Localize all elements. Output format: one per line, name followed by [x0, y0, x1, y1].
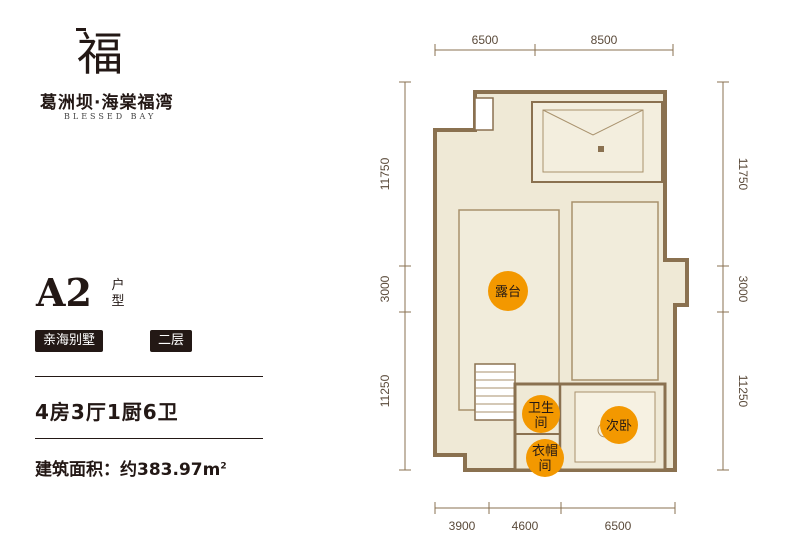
dim-bottom-1: 3900: [449, 519, 476, 533]
dim-left-1: 11750: [378, 157, 392, 190]
bathroom-label-line1: 卫生: [528, 401, 554, 416]
room-layout: 4房3厅1厨6卫: [35, 400, 179, 424]
bathroom-label-line2: 间: [534, 416, 547, 431]
dim-top-2: 8500: [591, 33, 618, 47]
closet-badge: [526, 439, 564, 477]
floor-plan: 6500 8500 3900 4600 6500 11750 3000 1125…: [378, 33, 750, 533]
room-bathroom: 卫生 间: [522, 395, 560, 433]
terrace-label: 露台: [495, 285, 521, 300]
terrace-panel-right: [571, 201, 659, 381]
floor-area-label: 建筑面积：约383.97: [35, 460, 203, 480]
villa-type-tag: 亲海别墅: [35, 330, 104, 352]
brand-logo-mark: 福: [76, 27, 123, 80]
room-second-bedroom: 次卧: [600, 406, 638, 444]
closet-label-line2: 间: [538, 459, 551, 474]
bathroom-badge: [522, 395, 560, 433]
unit-suffix: 户 型: [110, 278, 126, 310]
dim-right-2: 3000: [736, 276, 750, 303]
floor-tag: 二层: [150, 330, 193, 352]
room-closet: 衣帽 间: [526, 439, 564, 477]
dim-bottom-2: 4600: [512, 519, 539, 533]
brand-name-cn: 葛洲坝·海棠福湾: [40, 93, 174, 113]
divider-top: [35, 376, 263, 377]
brand-name-en: BLESSED BAY: [64, 112, 157, 121]
dim-top-1: 6500: [472, 33, 499, 47]
terrace-badge: [488, 271, 528, 311]
room-terrace: 露台: [488, 271, 528, 311]
closet-label-line1: 衣帽: [532, 443, 558, 459]
staircase: [474, 363, 516, 421]
brand-logo-char: 福: [77, 27, 123, 80]
dim-right-3: 11250: [736, 375, 750, 408]
dim-left-2: 3000: [378, 275, 392, 302]
dim-bottom-3: 6500: [605, 519, 632, 533]
dimension-lines: [399, 44, 729, 514]
dim-left-3: 11250: [378, 374, 392, 407]
dim-right-1: 11750: [736, 158, 750, 191]
unit-suffix-bottom: 型: [111, 294, 125, 309]
divider-bottom: [35, 438, 263, 439]
floor-area: 建筑面积：约383.97m2: [35, 455, 227, 480]
floor-area-unit-sup: 2: [220, 461, 227, 472]
floor-area-unit: m: [202, 460, 221, 480]
unit-code: A2: [36, 270, 92, 315]
unit-suffix-top: 户: [111, 278, 125, 293]
bedroom-badge: [600, 406, 638, 444]
bedroom-label: 次卧: [606, 418, 632, 434]
